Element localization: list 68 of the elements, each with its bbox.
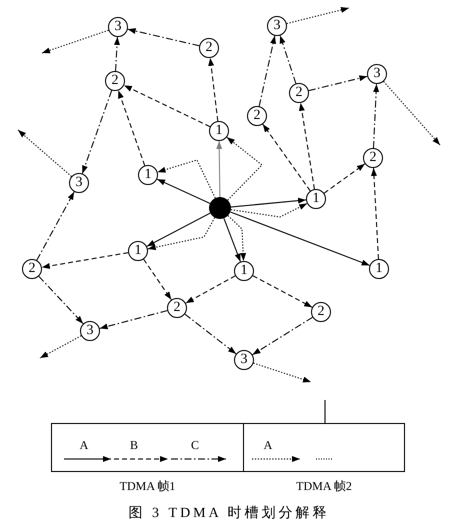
dotted-arrow xyxy=(226,136,263,201)
numbered-circle: 3 xyxy=(108,17,128,37)
arrow xyxy=(230,198,307,208)
dashed-arrow xyxy=(324,163,366,194)
dashed-arrow xyxy=(262,124,311,192)
dash-dot-arrow xyxy=(184,314,237,354)
dotted-arrow xyxy=(230,202,308,218)
dash-dot-arrow xyxy=(127,28,200,46)
dash-dot-arrow xyxy=(258,35,276,107)
frame-label: TDMA 帧1 xyxy=(120,479,176,493)
numbered-circle: 1 xyxy=(306,189,326,209)
dash-dot-arrow xyxy=(82,90,112,174)
numbered-circle: 2 xyxy=(247,106,267,126)
dash-dot-arrow xyxy=(99,310,168,330)
numbered-circle: 2 xyxy=(167,298,187,318)
dashed-arrow xyxy=(118,90,146,166)
arrow xyxy=(146,212,211,247)
dashed-arrow xyxy=(185,275,236,304)
dashed-arrow xyxy=(208,57,218,122)
dotted-arrow xyxy=(253,362,312,382)
dashed-arrow xyxy=(252,275,313,308)
numbered-circle: 2 xyxy=(22,259,42,279)
numbered-circle: 3 xyxy=(69,173,89,193)
legend-label: A xyxy=(80,438,88,452)
hub-node xyxy=(209,197,231,219)
dashed-arrow xyxy=(370,167,379,260)
dash-dot-arrow xyxy=(372,84,380,148)
dash-dot-arrow xyxy=(36,191,75,261)
numbered-circle: 3 xyxy=(267,16,287,36)
dotted-arrow xyxy=(227,215,246,262)
dotted-arrow xyxy=(42,30,110,54)
numbered-circle: 1 xyxy=(128,241,148,261)
dashed-arrow xyxy=(41,252,129,269)
numbered-circle: 2 xyxy=(363,148,383,168)
numbered-circle: 3 xyxy=(234,350,254,370)
arrow xyxy=(156,178,210,204)
numbered-circle: 1 xyxy=(234,261,254,281)
dotted-arrow xyxy=(40,335,82,358)
numbered-circle: 3 xyxy=(367,64,387,84)
legend-label: C xyxy=(191,438,199,452)
dash-dot-arrow xyxy=(38,276,84,324)
arrow xyxy=(230,211,370,266)
numbered-circle: 2 xyxy=(199,38,219,58)
dashed-arrow xyxy=(298,102,315,190)
dash-dot-arrow xyxy=(280,35,296,84)
dash-dot-arrow xyxy=(252,316,314,356)
figure-caption: 图 3 TDMA 时槽划分解释 xyxy=(128,505,330,523)
dashed-arrow xyxy=(143,258,172,300)
dotted-arrow xyxy=(18,130,72,177)
dotted-arrow xyxy=(157,159,216,199)
numbered-circle: 2 xyxy=(311,302,331,322)
dotted-arrow xyxy=(147,217,216,250)
frame-label: TDMA 帧2 xyxy=(296,479,352,493)
legend-label: B xyxy=(130,438,138,452)
arrow xyxy=(216,140,222,198)
dotted-arrow xyxy=(286,7,350,24)
numbered-circle: 3 xyxy=(80,321,100,341)
dash-dot-arrow xyxy=(114,36,120,72)
numbered-circle: 1 xyxy=(369,259,389,279)
numbered-circle: 2 xyxy=(289,83,309,103)
numbered-circle: 2 xyxy=(105,71,125,91)
legend-label: A xyxy=(264,438,272,452)
dotted-arrow xyxy=(383,80,440,146)
arrow xyxy=(223,218,241,262)
numbered-circle: 1 xyxy=(209,121,229,141)
numbered-circle: 1 xyxy=(138,165,158,185)
dash-dot-arrow xyxy=(308,75,368,92)
dashed-arrow xyxy=(124,84,210,128)
